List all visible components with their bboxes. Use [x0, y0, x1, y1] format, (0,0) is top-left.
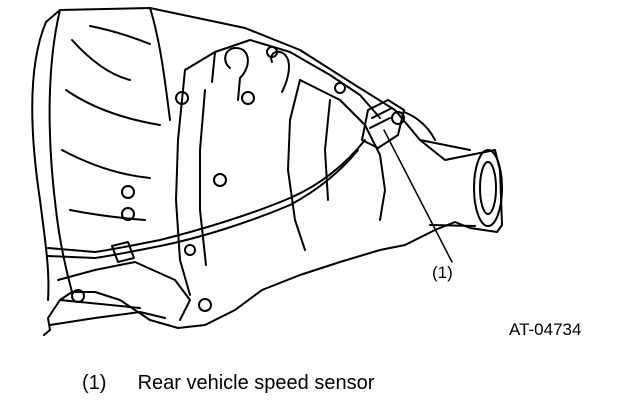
callout-leader	[383, 129, 453, 263]
callout-number: (1)	[432, 263, 453, 282]
legend-number: (1)	[82, 372, 107, 394]
extension-housing	[299, 79, 386, 221]
bolt	[121, 185, 135, 199]
legend-entry: (1) Rear vehicle speed sensor	[82, 372, 374, 395]
mount-bracket	[57, 261, 191, 321]
legend-label: Rear vehicle speed sensor	[137, 372, 375, 394]
cooler-line-1	[224, 47, 249, 101]
figure-id: AT-04734	[509, 320, 582, 339]
sensor-harness	[47, 139, 366, 253]
output-flange	[473, 149, 503, 227]
bell-housing	[31, 21, 50, 301]
speed-sensor	[361, 99, 405, 149]
